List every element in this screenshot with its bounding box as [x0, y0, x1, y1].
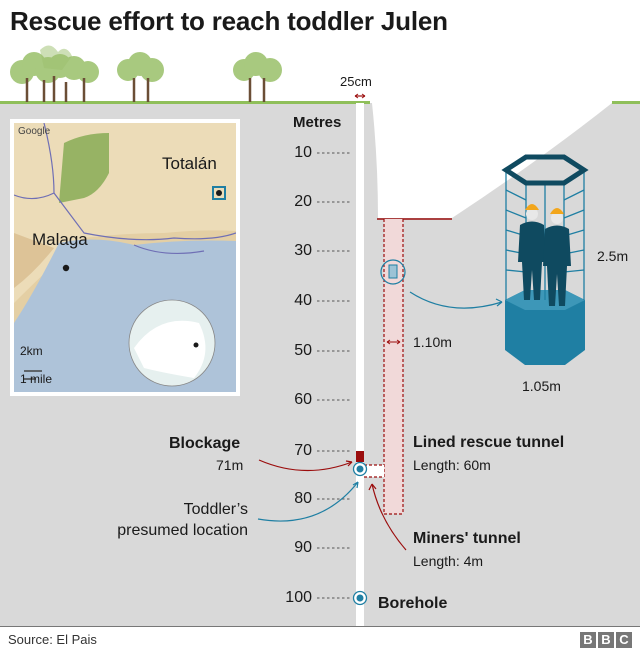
grass-right	[612, 101, 640, 104]
miners-tunnel-label: Miners' tunnel	[413, 530, 521, 547]
tick-label: 10	[294, 144, 312, 161]
bbc-logo-letter: C	[616, 632, 632, 648]
bbc-logo-letter: B	[580, 632, 596, 648]
bbc-logo: B B C	[580, 632, 632, 648]
tick-label: 80	[294, 490, 312, 507]
bbc-logo-letter: B	[598, 632, 614, 648]
rescue-capsule-icon	[501, 154, 589, 365]
map-label-totalan: Totalán	[162, 154, 217, 173]
map-label-malaga: Malaga	[32, 230, 88, 249]
blockage-marker	[356, 451, 364, 462]
tick-label: 50	[294, 342, 312, 359]
borehole-width-label: 25cm	[340, 74, 372, 89]
tick-label: 30	[294, 242, 312, 259]
borehole-label: Borehole	[378, 595, 448, 612]
tick-label: 70	[294, 442, 312, 459]
blockage-label: Blockage	[169, 435, 241, 452]
miners-arrow	[371, 483, 407, 551]
capsule-height-label: 2.5m	[597, 248, 629, 264]
tick-label: 60	[294, 391, 312, 408]
toddler-arrow	[257, 481, 359, 522]
capsule-marker-icon	[380, 259, 406, 285]
toddler-label-line2: presumed location	[117, 522, 248, 539]
tick-label: 100	[285, 589, 312, 606]
trees-icon	[10, 45, 282, 102]
map-scale-km: 2km	[20, 344, 43, 358]
grass-left	[0, 101, 370, 104]
capsule-width-label: 1.05m	[522, 378, 561, 394]
lined-tunnel-label: Lined rescue tunnel	[413, 434, 565, 451]
blockage-arrow	[258, 459, 353, 472]
rescue-tunnel	[384, 219, 403, 514]
map-attribution: Google	[18, 126, 51, 137]
tick-label: 20	[294, 193, 312, 210]
source-text: Source: El Pais	[8, 632, 97, 647]
miners-tunnel-length: Length: 4m	[413, 553, 484, 569]
depth-tick-lines	[317, 152, 350, 599]
map-scale-mile: 1 mile	[20, 372, 53, 386]
tick-label: 40	[294, 292, 312, 309]
malaga-dot	[62, 264, 70, 272]
lined-tunnel-length: Length: 60m	[413, 457, 491, 473]
map-svg	[14, 123, 236, 392]
toddler-label-line1: Toddler’s	[183, 501, 248, 518]
footer: Source: El Pais B B C	[0, 626, 640, 652]
tick-label: 90	[294, 539, 312, 556]
totalan-marker-box	[212, 186, 226, 200]
axis-label: Metres	[293, 114, 342, 131]
blockage-depth: 71m	[216, 457, 244, 473]
miners-tunnel	[364, 465, 384, 477]
location-map: Google Totalán Malaga 2km 1 mile	[10, 119, 240, 396]
totalan-dot	[216, 190, 222, 196]
tunnel-width-label: 1.10m	[413, 334, 452, 350]
page-title: Rescue effort to reach toddler Julen	[10, 6, 448, 36]
borehole-shaft	[356, 103, 364, 599]
